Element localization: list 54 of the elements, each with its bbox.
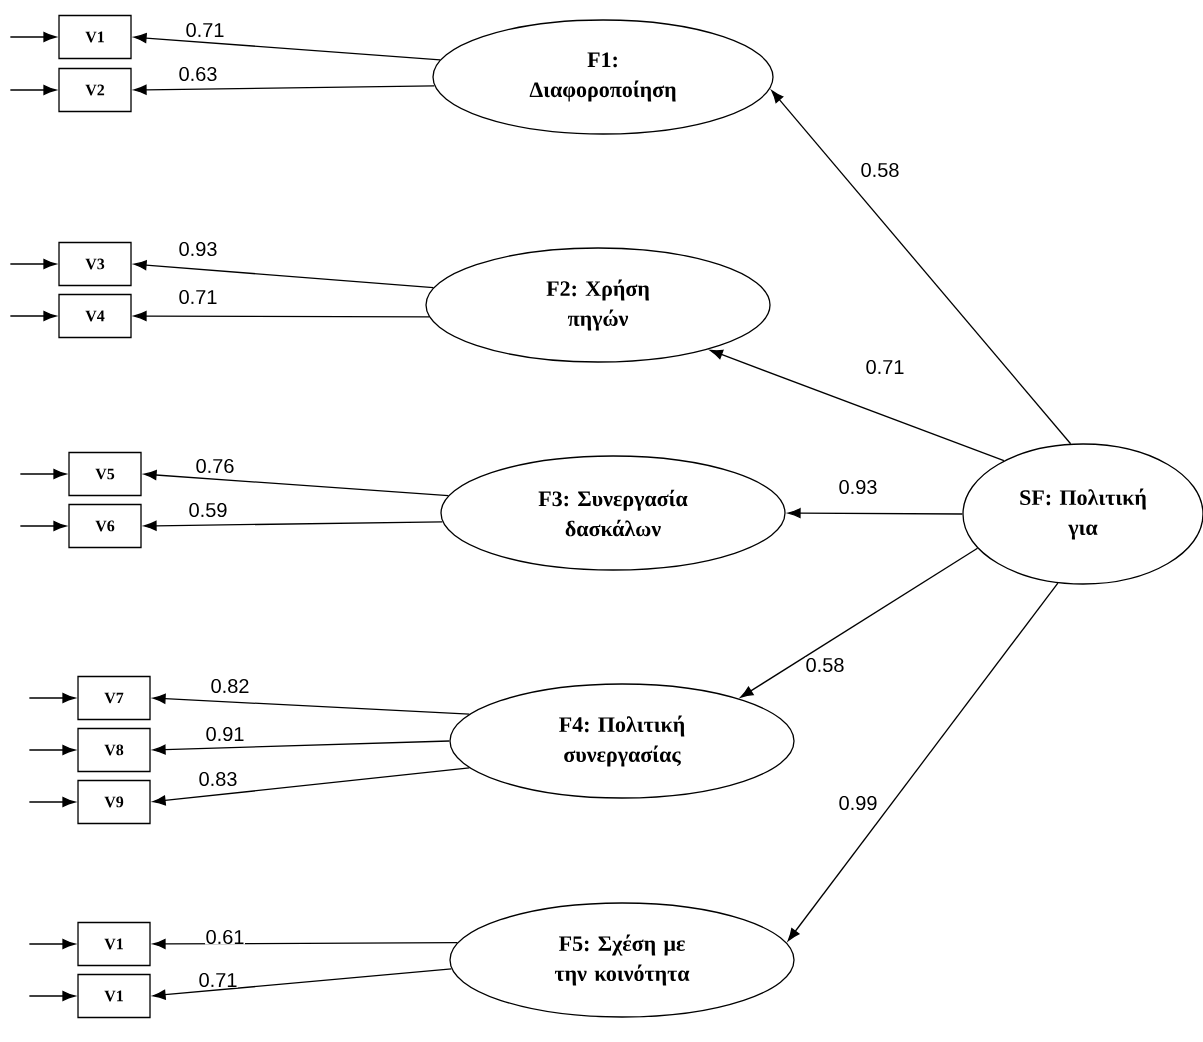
variable-box: V7: [77, 675, 151, 721]
edge-label: 0.61: [205, 929, 245, 945]
edge-label: 0.63: [178, 66, 218, 82]
edge-label: 0.58: [860, 162, 900, 178]
arrow: [28, 990, 76, 1002]
arrow: [9, 258, 57, 270]
edge-label: 0.71: [185, 22, 225, 38]
arrow: [152, 767, 470, 806]
arrow: [787, 508, 963, 519]
arrow: [143, 470, 449, 497]
edge-label: 0.99: [838, 795, 878, 811]
arrow: [709, 349, 1005, 462]
edge-label: 0.93: [838, 479, 878, 495]
arrow: [740, 547, 979, 698]
arrow: [133, 260, 434, 289]
edge-label: 0.83: [198, 771, 238, 787]
variable-box: V6: [68, 503, 142, 549]
arrow: [133, 33, 441, 61]
edge-label: 0.71: [198, 972, 238, 988]
edge-label: 0.76: [195, 458, 235, 474]
arrow: [19, 520, 67, 532]
variable-box: V2: [58, 67, 132, 113]
variable-box: V1: [58, 14, 132, 60]
arrow: [28, 692, 76, 704]
arrow: [133, 84, 436, 95]
arrow: [152, 938, 458, 949]
arrow: [771, 90, 1072, 445]
edge-label: 0.71: [178, 289, 218, 305]
variable-box: V4: [58, 293, 132, 339]
arrow: [787, 582, 1059, 942]
arrow: [143, 520, 444, 531]
arrow: [28, 796, 76, 808]
arrow: [28, 744, 76, 756]
arrow: [133, 311, 430, 322]
variable-box: V9: [77, 779, 151, 825]
edge-label: 0.93: [178, 241, 218, 257]
arrow: [152, 968, 453, 1000]
arrow: [28, 938, 76, 950]
variable-box: V8: [77, 727, 151, 773]
edge-label: 0.91: [205, 726, 245, 742]
edge-label: 0.59: [188, 502, 228, 518]
variable-box: V1: [77, 921, 151, 967]
edge-label: 0.82: [210, 678, 250, 694]
variable-box: V3: [58, 241, 132, 287]
variable-box: V1: [77, 973, 151, 1019]
arrow: [9, 310, 57, 322]
arrow: [152, 740, 450, 755]
arrow: [19, 468, 67, 480]
arrow: [9, 31, 57, 43]
edge-label: 0.71: [865, 359, 905, 375]
variable-box: V5: [68, 451, 142, 497]
arrow: [152, 693, 470, 715]
edge-label: 0.58: [805, 657, 845, 673]
arrow: [9, 84, 57, 96]
